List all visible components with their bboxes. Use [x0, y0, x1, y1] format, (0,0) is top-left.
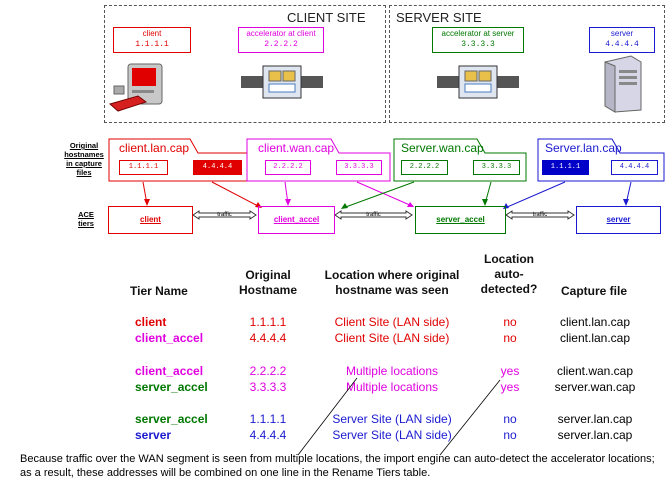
accel-server-node-label: accelerator at server 3.3.3.3 — [432, 27, 524, 53]
row4-auto: yes — [500, 380, 520, 394]
client-node-ip: 1.1.1.1 — [135, 40, 169, 49]
client-node-label: client 1.1.1.1 — [113, 27, 191, 53]
row2-tier: client_accel — [135, 331, 204, 345]
capture-ip-server-lan-1: 1.1.1.1 — [542, 160, 589, 175]
server-site-title: SERVER SITE — [396, 10, 482, 25]
hostnames-side-label: Original hostnames in capture files — [64, 141, 104, 177]
row5-auto: no — [503, 412, 517, 426]
row6-host: 4.4.4.4 — [249, 428, 287, 442]
server-node-name: server — [610, 29, 634, 38]
client-node-name: client — [142, 29, 162, 38]
row3-tier: client_accel — [135, 364, 204, 378]
row5-host: 1.1.1.1 — [249, 412, 287, 426]
row1-host: 1.1.1.1 — [249, 315, 287, 329]
row5-file: server.lan.cap — [557, 412, 633, 426]
accel-client-node-label: accelerator at client 2.2.2.2 — [238, 27, 324, 53]
row1-auto: no — [503, 315, 517, 329]
row2-loc: Client Site (LAN side) — [334, 331, 450, 345]
capture-ip-server-wan-2: 3.3.3.3 — [473, 160, 520, 175]
capture-ip-client-lan-1: 1.1.1.1 — [119, 160, 168, 175]
accel-client-node-ip: 2.2.2.2 — [264, 40, 298, 49]
server-icon — [604, 55, 642, 113]
accelerator-client-icon — [241, 65, 323, 99]
capture-title-server-wan: Server.wan.cap — [401, 141, 484, 155]
row6-tier: server — [135, 428, 172, 442]
header-tier-name: Tier Name — [130, 284, 188, 298]
traffic-label-3: traffic — [532, 212, 548, 218]
capture-title-client-lan: client.lan.cap — [119, 141, 190, 155]
server-node-label: server 4.4.4.4 — [589, 27, 655, 53]
row3-loc: Multiple locations — [345, 364, 439, 378]
capture-ip-server-wan-1: 2.2.2.2 — [401, 160, 448, 175]
tier-client-accel: client_accel — [258, 206, 335, 234]
row1-file: client.lan.cap — [559, 315, 631, 329]
header-location: Location where original hostname was see… — [324, 268, 460, 297]
capture-ip-client-wan-1: 2.2.2.2 — [265, 160, 311, 175]
server-node-ip: 4.4.4.4 — [605, 40, 639, 49]
traffic-label-1: traffic — [217, 212, 232, 218]
row3-host: 2.2.2.2 — [249, 364, 287, 378]
tier-server-accel: server_accel — [415, 206, 506, 234]
row6-loc: Server Site (LAN side) — [332, 428, 452, 442]
row5-tier: server_accel — [135, 412, 208, 426]
header-capture-file: Capture file — [560, 284, 627, 298]
header-auto-detected: Location auto-detected? — [480, 252, 538, 296]
row6-auto: no — [503, 428, 517, 442]
row1-loc: Client Site (LAN side) — [334, 315, 450, 329]
tier-server: server — [576, 206, 661, 234]
row1-tier: client — [135, 315, 167, 329]
capture-ip-client-wan-2: 3.3.3.3 — [336, 160, 382, 175]
row6-file: server.lan.cap — [557, 428, 633, 442]
capture-title-server-lan: Server.lan.cap — [545, 141, 622, 155]
client-site-box — [104, 5, 386, 123]
row4-file: server.wan.cap — [554, 380, 636, 394]
row2-file: client.lan.cap — [559, 331, 631, 345]
footnote: Because traffic over the WAN segment is … — [20, 453, 655, 479]
capture-ip-server-lan-2: 4.4.4.4 — [611, 160, 658, 175]
row2-auto: no — [503, 331, 517, 345]
client-site-title: CLIENT SITE — [287, 10, 366, 25]
ace-tiers-side-label: ACE tiers — [78, 210, 94, 228]
traffic-label-2: traffic — [366, 212, 381, 218]
row4-tier: server_accel — [135, 380, 208, 394]
row4-loc: Multiple locations — [345, 380, 439, 394]
row3-auto: yes — [500, 364, 520, 378]
header-original-hostname: Original Hostname — [238, 268, 297, 297]
accelerator-server-icon — [437, 65, 519, 99]
accel-server-node-name: accelerator at server — [441, 29, 515, 38]
computer-icon — [108, 63, 163, 112]
capture-ip-client-lan-2: 4.4.4.4 — [193, 160, 242, 175]
accel-server-node-ip: 3.3.3.3 — [461, 40, 495, 49]
row4-host: 3.3.3.3 — [249, 380, 287, 394]
server-site-box — [389, 5, 665, 123]
row2-host: 4.4.4.4 — [249, 331, 287, 345]
row5-loc: Server Site (LAN side) — [332, 412, 452, 426]
capture-title-client-wan: client.wan.cap — [258, 141, 335, 155]
tier-client: client — [108, 206, 193, 234]
row3-file: client.wan.cap — [556, 364, 634, 378]
accel-client-node-name: accelerator at client — [246, 29, 316, 38]
